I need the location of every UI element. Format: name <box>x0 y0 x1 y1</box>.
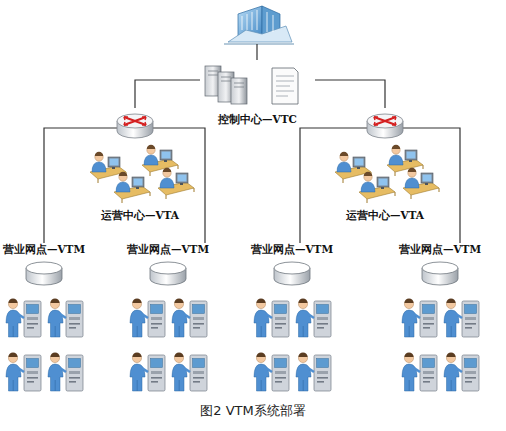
document-icon <box>272 68 298 104</box>
building-ground <box>224 43 294 45</box>
operator-desk <box>114 172 150 203</box>
network-link <box>44 128 80 243</box>
customer-kiosk <box>444 298 479 337</box>
document-lines <box>276 76 294 96</box>
node-label: 控制中心—VTC <box>217 113 298 126</box>
server <box>231 78 247 104</box>
operator-desk <box>142 145 178 176</box>
operation-center: 运营中心—VTA <box>80 108 200 222</box>
server-group <box>205 66 298 104</box>
customer-kiosk <box>296 352 331 391</box>
branch-disk <box>274 262 310 285</box>
node-label: 营业网点—VTM <box>2 243 86 256</box>
node-label: 营业网点—VTM <box>126 243 210 256</box>
network-link <box>200 128 205 243</box>
operator-group <box>90 145 439 203</box>
customer-kiosk <box>130 298 165 337</box>
customer-kiosk <box>254 352 289 391</box>
building-wire <box>256 44 257 60</box>
network-link <box>445 128 460 243</box>
server-slots <box>208 71 244 87</box>
customer-kiosk <box>6 352 41 391</box>
customer-kiosk <box>6 298 41 337</box>
branch-disk <box>422 262 458 285</box>
node-label: 运营中心—VTA <box>100 209 180 222</box>
branch-vtm: 营业网点—VTM <box>125 243 211 288</box>
branch-vtm: 营业网点—VTM <box>397 243 483 288</box>
operator-desk <box>387 145 423 176</box>
node-label: 营业网点—VTM <box>398 243 482 256</box>
router-icon <box>117 114 153 138</box>
operation-center: 运营中心—VTA <box>325 108 445 222</box>
customer-kiosk <box>48 298 83 337</box>
operator-desk <box>158 168 194 199</box>
router-icon <box>367 114 403 138</box>
branch-vtm: 营业网点—VTM <box>249 243 335 288</box>
customer-kiosk <box>48 352 83 391</box>
figure-caption: 图2 VTM系统部署 <box>0 402 506 420</box>
control-center: 控制中心—VTC <box>200 58 315 126</box>
node-label: 营业网点—VTM <box>250 243 334 256</box>
operator-desk <box>403 168 439 199</box>
branch-vtm: 营业网点—VTM <box>1 243 87 288</box>
customer-kiosk <box>402 352 437 391</box>
vtm-disks <box>26 262 458 285</box>
node-label: 运营中心—VTA <box>345 209 425 222</box>
customer-kiosk <box>130 352 165 391</box>
customer-kiosk <box>254 298 289 337</box>
network-link <box>315 80 385 108</box>
customer-kiosk <box>172 298 207 337</box>
customer-kiosk <box>444 352 479 391</box>
customer-kiosk <box>402 298 437 337</box>
operator-desk <box>359 172 395 203</box>
customer-kiosk <box>172 352 207 391</box>
building-windows <box>242 10 273 32</box>
branch-disk <box>150 262 186 285</box>
network-link <box>300 128 325 243</box>
vtm-terminals <box>6 298 479 391</box>
building-base <box>228 26 292 42</box>
network-link <box>135 80 200 108</box>
branch-disk <box>26 262 62 285</box>
bank-building <box>224 6 294 44</box>
customer-kiosk <box>296 298 331 337</box>
